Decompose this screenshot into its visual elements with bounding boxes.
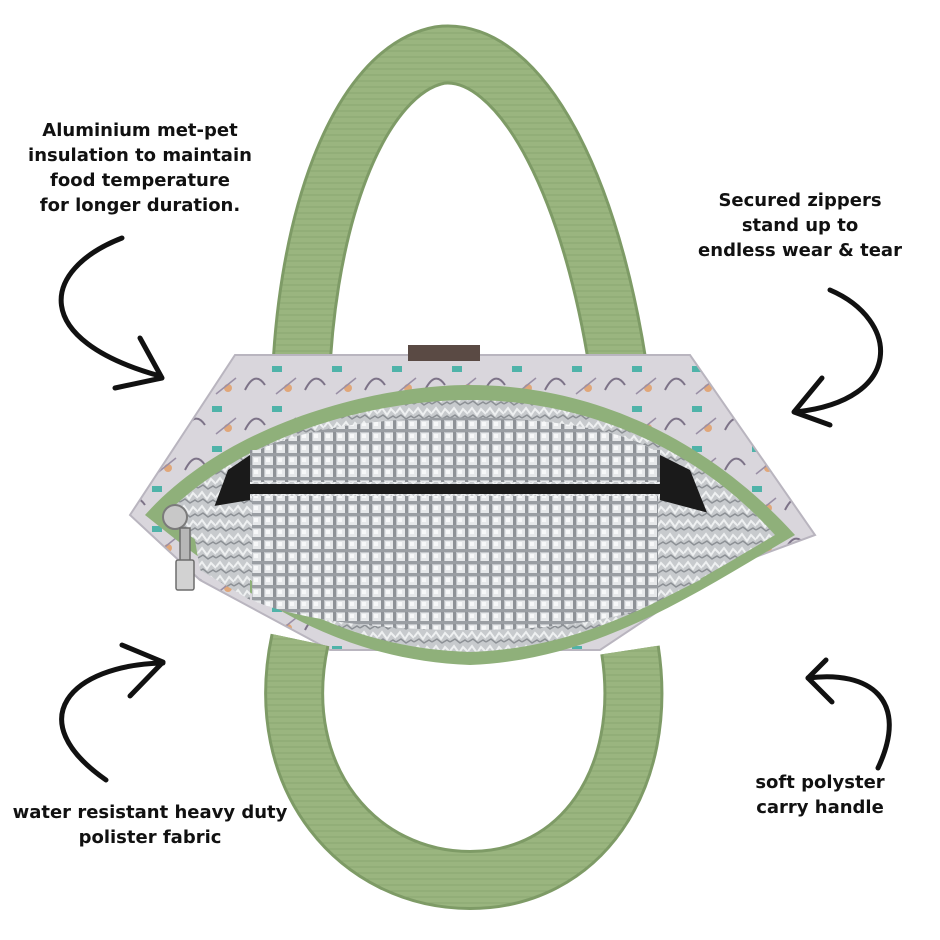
arrow-insulation-icon	[58, 235, 165, 391]
callout-line: water resistant heavy duty	[12, 802, 288, 823]
callout-line: stand up to	[741, 215, 859, 236]
callout-line: carry handle	[756, 797, 884, 818]
callout-fabric: water resistant heavy duty polister fabr…	[5, 800, 295, 850]
callout-line: food temperature	[50, 170, 230, 191]
insulated-lining	[190, 417, 735, 630]
callout-line: for longer duration.	[39, 195, 241, 216]
arrow-fabric-icon	[59, 642, 166, 783]
arrow-zippers-icon	[791, 287, 884, 428]
callout-line: endless wear & tear	[698, 240, 902, 261]
top-carry-handle	[270, 24, 655, 424]
callout-insulation: Aluminium met-pet insulation to maintain…	[10, 118, 270, 218]
zipper-pull-icon	[162, 504, 195, 591]
callout-line: insulation to maintain	[28, 145, 252, 166]
callout-line: polister fabric	[78, 827, 222, 848]
callout-handle: soft polyster carry handle	[730, 770, 910, 820]
bottom-carry-handle	[264, 633, 664, 911]
callout-line: Secured zippers	[718, 190, 882, 211]
callout-line: soft polyster	[755, 772, 885, 793]
callout-line: Aluminium met-pet	[42, 120, 238, 141]
brand-label	[408, 345, 480, 361]
lining-seam	[250, 484, 660, 494]
arrow-handle-icon	[805, 657, 892, 771]
callout-zippers: Secured zippers stand up to endless wear…	[680, 188, 920, 263]
